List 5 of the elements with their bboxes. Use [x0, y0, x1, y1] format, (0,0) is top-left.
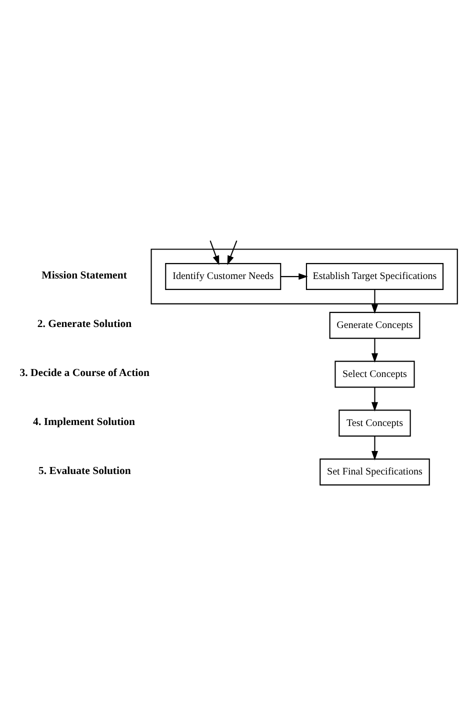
label: Mission Statement [41, 268, 126, 281]
label: 5. Evaluate Solution [38, 464, 130, 476]
label: 2. Generate Solution [36, 318, 132, 330]
label: 3. Decide a Course of Action [19, 366, 150, 379]
label: 4. Implement Solution [32, 415, 135, 428]
